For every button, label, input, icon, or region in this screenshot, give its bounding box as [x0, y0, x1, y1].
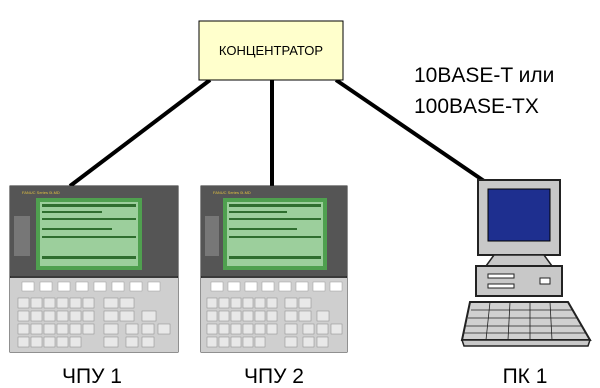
pc-label: ПК 1 [503, 365, 548, 388]
hub: КОНЦЕНТРАТОР [198, 20, 344, 81]
connections [68, 78, 508, 198]
network-spec-line1: 10BASE-T или [414, 64, 554, 87]
cnc2-label: ЧПУ 2 [244, 365, 304, 388]
cnc1-label: ЧПУ 1 [62, 365, 122, 388]
keyboard-base [460, 339, 592, 347]
cnc1-device: FANUC Series 0i-MD [9, 185, 179, 353]
link-pc [334, 78, 508, 198]
cnc-side-slot [14, 216, 30, 256]
hub-box [198, 20, 344, 81]
hub-label: КОНЦЕНТРАТОР [219, 43, 323, 58]
network-spec-line2: 100BASE-TX [414, 95, 539, 118]
power-button [539, 277, 551, 285]
monitor-screen [487, 188, 551, 242]
cnc2-device: FANUC Series 0i-MD [200, 185, 348, 353]
monitor-stand [484, 254, 554, 267]
cd-drive [487, 283, 515, 289]
keyboard [460, 301, 592, 341]
link-cnc1 [68, 78, 212, 188]
floppy-drive [487, 273, 515, 279]
cnc-brand: FANUC Series 0i-MD [213, 190, 251, 195]
cnc-side-slot [205, 216, 219, 256]
pc-computer [460, 179, 592, 347]
cnc-brand: FANUC Series 0i-MD [22, 190, 60, 195]
